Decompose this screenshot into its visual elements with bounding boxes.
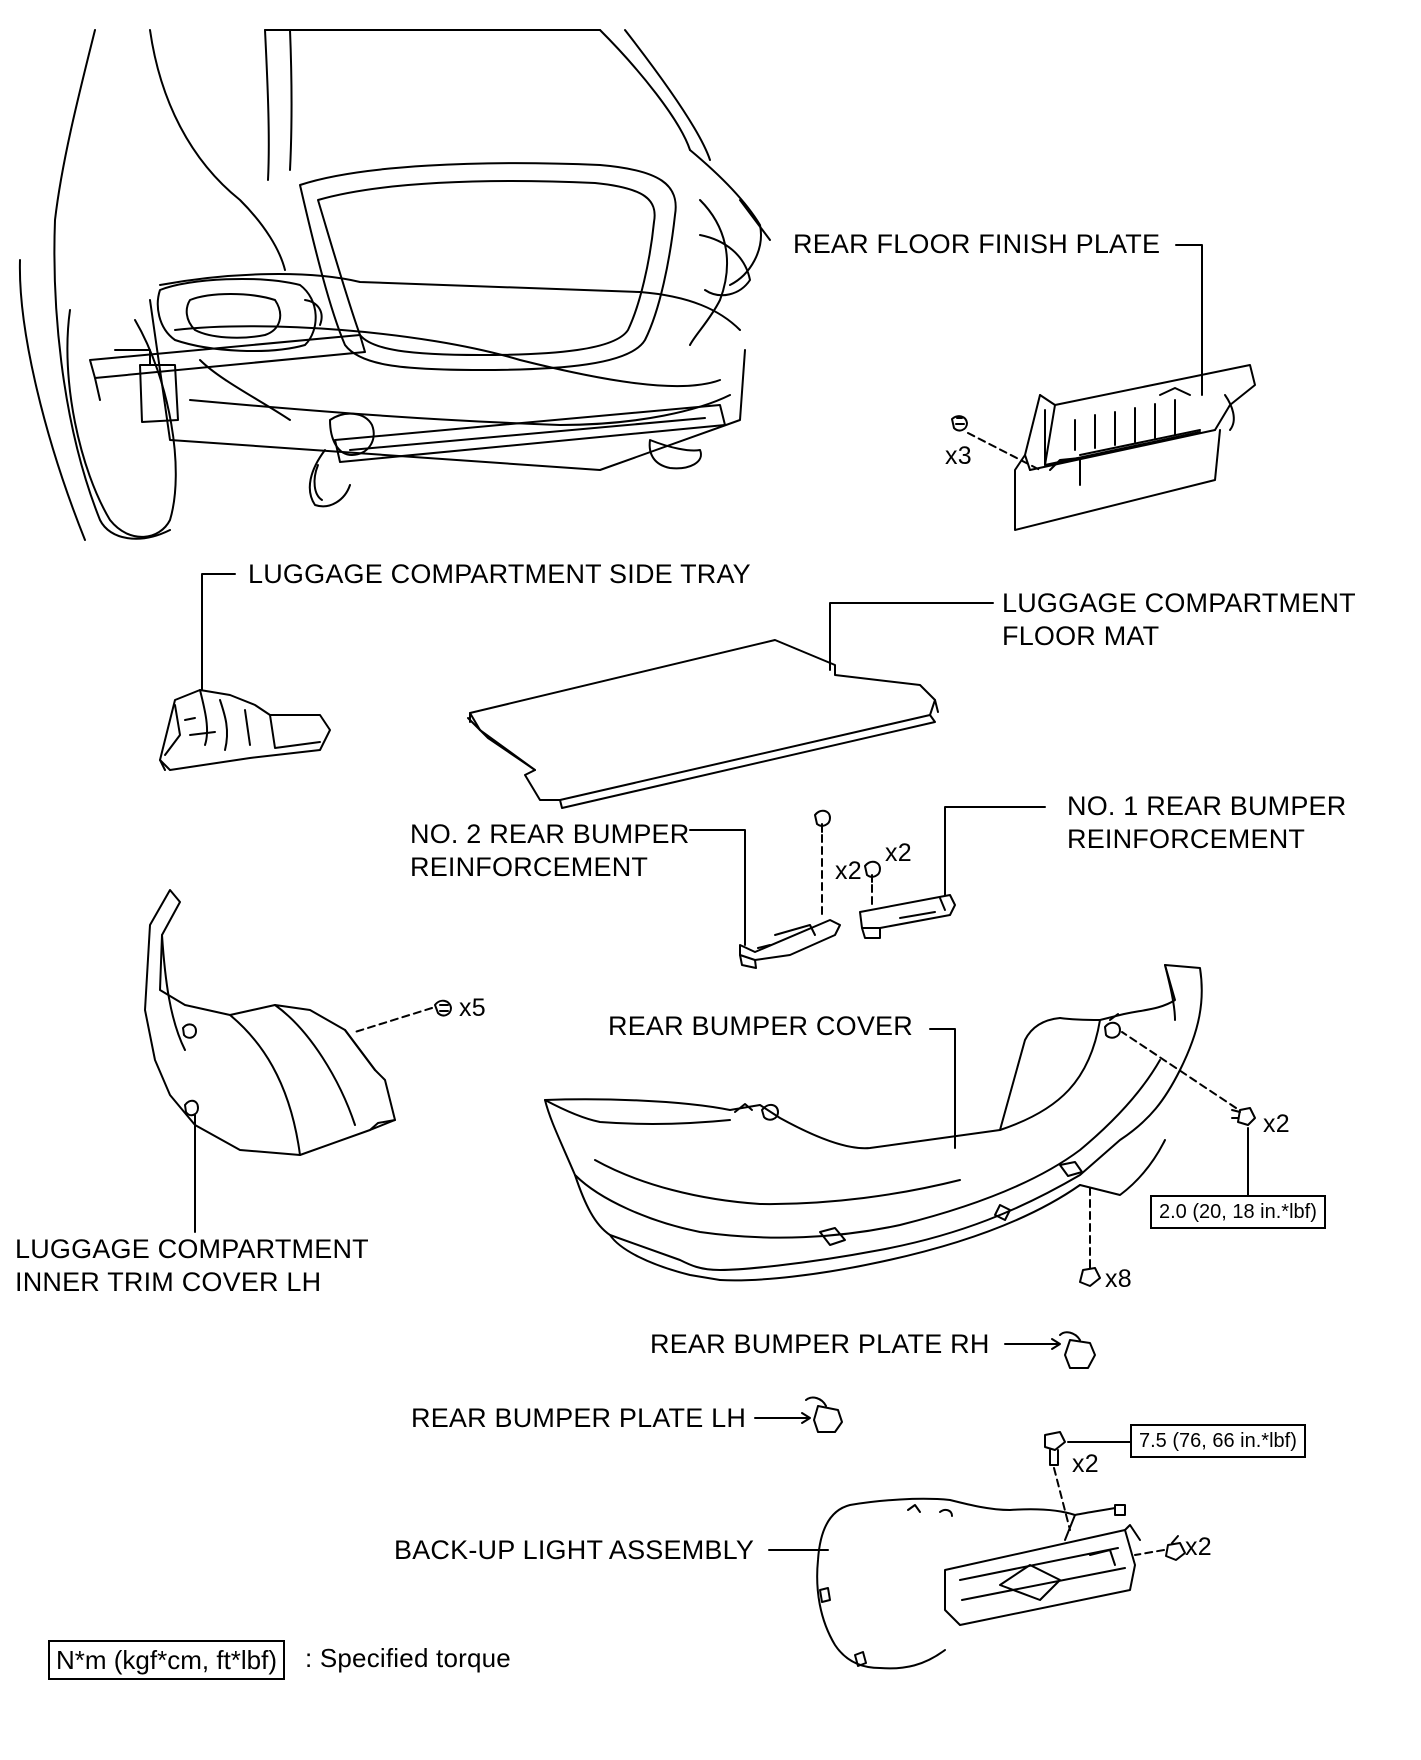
torque-legend-text: : Specified torque [305,1643,511,1673]
plate-lh-arrow [801,1412,811,1424]
cover-clip [1079,1259,1101,1287]
cover-clip-qty: x8 [1105,1265,1132,1293]
light-bolt-torque: 7.5 (76, 66 in.*lbf) [1130,1424,1306,1458]
light-clip-leader [1134,1549,1165,1556]
floor-mat-label-line1: LUGGAGE COMPARTMENT [1002,588,1356,618]
trim-clip-qty: x5 [459,994,486,1022]
finish-plate-clip-leader [967,432,1041,471]
torque-legend-unit: N*m (kgf*cm, ft*lbf) [48,1640,286,1680]
rear-bumper-cover-label: REAR BUMPER COVER [608,1011,913,1041]
no1-clip [864,860,881,883]
side-tray-label: LUGGAGE COMPARTMENT SIDE TRAY [248,559,751,589]
no2-reinforcement-label-line2: REINFORCEMENT [410,852,649,882]
rear-floor-finish-plate-part [1014,364,1256,531]
no2-reinforcement-label-line1: NO. 2 REAR BUMPER [410,819,690,849]
plate-lh-label: REAR BUMPER PLATE LH [411,1403,747,1433]
floor-mat-part [467,639,939,809]
side-tray-leader [201,573,236,691]
trim-clip [434,999,452,1017]
no1-clip-qty: x2 [885,839,912,867]
plate-rh-label: REAR BUMPER PLATE RH [650,1329,990,1359]
rear-bumper-cover-part [544,964,1203,1282]
no2-clip [814,809,831,833]
cover-screw-leader [1121,1031,1237,1109]
no2-reinforcement-leader [689,829,746,946]
cover-screw-qty: x2 [1263,1110,1290,1138]
no2-clip-qty: x2 [835,857,862,885]
bumper-plate-rh-part [1059,1331,1096,1369]
no2-reinforcement-part [739,919,841,969]
no1-reinforcement-label-line2: REINFORCEMENT [1067,824,1306,854]
backup-light-part [816,1497,1141,1670]
finish-plate-leader [1175,244,1203,396]
light-bolt-qty: x2 [1072,1450,1099,1478]
light-clip-qty: x2 [1185,1533,1212,1561]
no1-reinforcement-label-line1: NO. 1 REAR BUMPER [1067,791,1347,821]
bumper-plate-lh-part [805,1396,843,1433]
trim-clip-leader [354,1007,433,1033]
inner-trim-cover-label-line1: LUGGAGE COMPARTMENT [15,1234,369,1264]
backup-light-label: BACK-UP LIGHT ASSEMBLY [394,1535,755,1565]
no1-reinforcement-part [859,894,956,939]
no1-reinforcement-leader [944,806,1046,896]
floor-mat-label-line2: FLOOR MAT [1002,621,1160,651]
inner-trim-cover-part [144,889,396,1156]
cover-screw [1231,1107,1256,1126]
light-bolt [1044,1431,1066,1466]
vehicle-rear-illustration [18,29,771,541]
light-bolt-leader [1053,1467,1071,1531]
light-clip [1165,1535,1186,1561]
rear-floor-finish-plate-label: REAR FLOOR FINISH PLATE [793,229,1161,259]
side-tray-part [159,689,331,771]
cover-screw-torque: 2.0 (20, 18 in.*lbf) [1150,1195,1326,1229]
bumper-cover-leader [929,1028,956,1149]
floor-mat-leader [829,602,994,671]
finish-plate-clip-qty: x3 [945,442,972,470]
finish-plate-clip [951,415,968,432]
plate-rh-arrow [1051,1338,1061,1350]
inner-trim-cover-label-line2: INNER TRIM COVER LH [15,1267,322,1297]
